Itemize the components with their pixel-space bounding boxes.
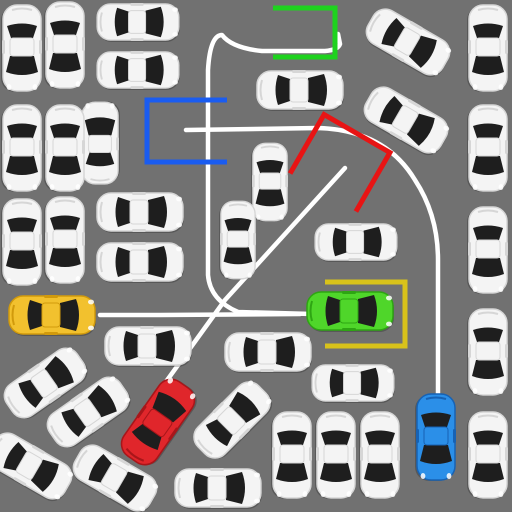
white-car-31[interactable] [467,104,508,192]
white-car-7[interactable] [44,104,85,192]
white-car-4[interactable] [96,51,180,90]
white-car-33[interactable] [467,308,508,396]
yellow-car[interactable] [8,295,96,336]
white-car-26[interactable] [174,468,262,509]
white-car-32[interactable] [467,206,508,294]
path-line-3 [97,311,303,318]
white-car-1[interactable] [1,4,42,92]
white-car-17[interactable] [314,223,398,262]
white-car-15[interactable] [44,196,85,284]
white-car-18[interactable] [104,326,192,367]
blue-parking-spot [144,97,227,165]
green-parking-spot [273,5,338,60]
white-car-6[interactable] [1,104,42,192]
white-car-27[interactable] [271,411,312,499]
path-line-2 [183,125,441,398]
white-car-28[interactable] [315,411,356,499]
parking-spots [144,5,408,349]
yellow-parking-spot [325,279,408,349]
red-parking-spot [287,111,394,213]
white-car-20[interactable] [311,364,395,403]
white-car-23[interactable] [0,427,78,506]
white-car-2[interactable] [44,1,85,89]
white-car-8[interactable] [256,70,344,111]
white-car-21[interactable] [0,341,93,424]
white-car-34[interactable] [467,411,508,499]
white-car-11[interactable] [251,142,289,222]
white-car-24[interactable] [67,439,163,512]
white-car-25[interactable] [187,375,278,466]
blue-car[interactable] [415,393,456,481]
white-car-22[interactable] [41,370,136,453]
white-car-3[interactable] [96,2,180,42]
white-car-29[interactable] [359,411,400,499]
white-car-16[interactable] [219,200,257,280]
white-car-14[interactable] [1,198,42,286]
white-car-10[interactable] [358,81,454,160]
white-car-5[interactable] [80,101,120,185]
white-car-13[interactable] [96,242,184,283]
white-car-9[interactable] [360,3,456,82]
green-car[interactable] [306,291,394,332]
white-car-12[interactable] [96,192,184,233]
white-car-30[interactable] [467,4,508,92]
red-car[interactable] [115,372,203,472]
white-car-19[interactable] [224,332,312,373]
